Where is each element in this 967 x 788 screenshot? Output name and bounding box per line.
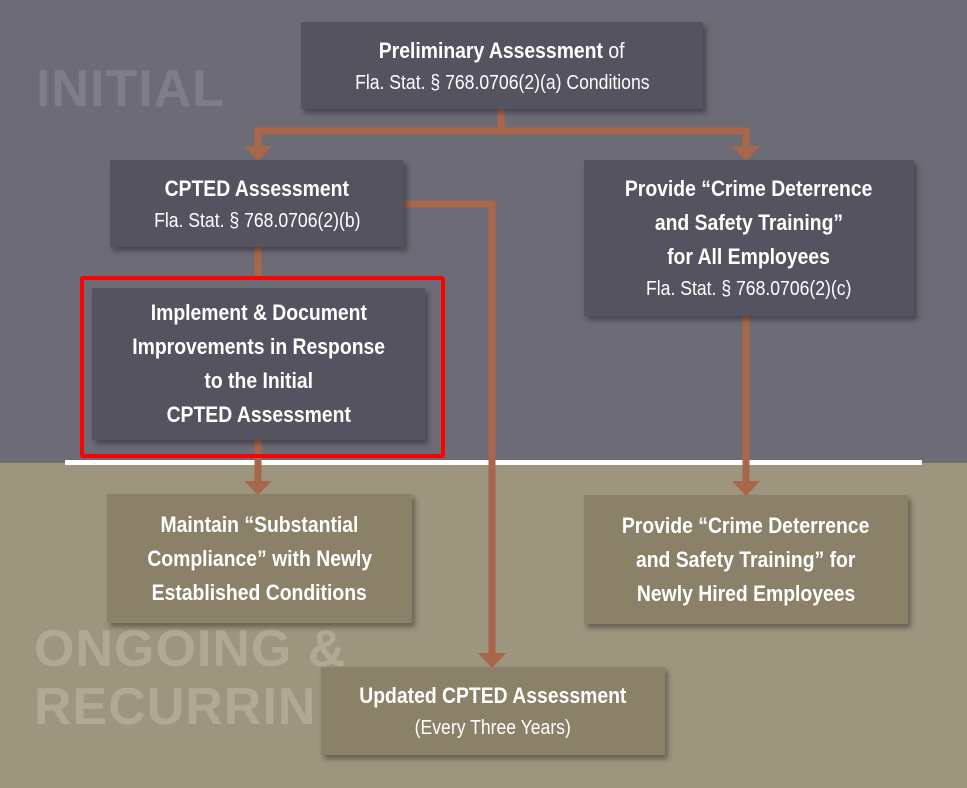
training-all-line2: and Safety Training”: [654, 210, 844, 235]
preliminary-title: Preliminary Assessment of: [379, 34, 625, 68]
implement-improvements-box: Implement & Document Improvements in Res…: [92, 288, 425, 440]
training-new-hires-box: Provide “Crime Deterrence and Safety Tra…: [584, 495, 908, 624]
training-new-line2: and Safety Training” for: [636, 546, 856, 572]
arrow-cpted-to-updated: [404, 200, 496, 655]
training-all-line1: Provide “Crime Deterrence: [625, 176, 873, 201]
training-new-line1: Provide “Crime Deterrence: [622, 512, 870, 538]
arrowhead-icon: [732, 146, 760, 161]
updated-title: Updated CPTED Assessment: [359, 683, 627, 708]
training-new-line3: Newly Hired Employees: [636, 580, 856, 606]
arrow-prelim-to-training: [501, 127, 750, 148]
cpted-assessment-box: CPTED Assessment Fla. Stat. § 768.0706(2…: [110, 160, 404, 247]
ongoing-label: ONGOING & RECURRIN: [34, 620, 346, 736]
training-all-employees-box: Provide “Crime Deterrence and Safety Tra…: [584, 160, 914, 316]
preliminary-title-text: Preliminary Assessment: [379, 37, 604, 63]
arrowhead-icon: [244, 146, 272, 161]
arrow-prelim-to-cpted: [254, 108, 505, 148]
training-all-statute: Fla. Stat. § 768.0706(2)(c): [646, 278, 852, 300]
ongoing-label-line1: ONGOING &: [34, 620, 347, 678]
arrowhead-icon: [478, 653, 506, 668]
maintain-line3: Established Conditions: [151, 579, 368, 605]
initial-label: INITIAL: [36, 60, 225, 118]
maintain-line1: Maintain “Substantial: [160, 511, 359, 537]
maintain-compliance-box: Maintain “Substantial Compliance” with N…: [107, 494, 412, 623]
implement-line1: Implement & Document: [150, 300, 367, 325]
arrowhead-icon: [732, 481, 760, 496]
cpted-statute: Fla. Stat. § 768.0706(2)(b): [153, 209, 361, 232]
cpted-title: CPTED Assessment: [164, 175, 350, 201]
preliminary-assessment-box: Preliminary Assessment of Fla. Stat. § 7…: [301, 22, 703, 109]
highlight-frame: [80, 276, 445, 458]
updated-cpted-box: Updated CPTED Assessment (Every Three Ye…: [321, 667, 665, 755]
ongoing-label-line2: RECURRIN: [34, 678, 317, 736]
implement-line3: to the Initial: [204, 368, 313, 393]
updated-frequency: (Every Three Years): [414, 717, 572, 739]
maintain-line2: Compliance” with Newly: [147, 545, 372, 571]
preliminary-statute: Fla. Stat. § 768.0706(2)(a) Conditions: [354, 71, 650, 94]
implement-line2: Improvements in Response: [132, 334, 385, 359]
implement-line4: CPTED Assessment: [166, 402, 351, 427]
arrowhead-icon: [244, 481, 272, 495]
preliminary-title-suffix: of: [603, 37, 625, 63]
training-all-line3: for All Employees: [667, 244, 831, 269]
